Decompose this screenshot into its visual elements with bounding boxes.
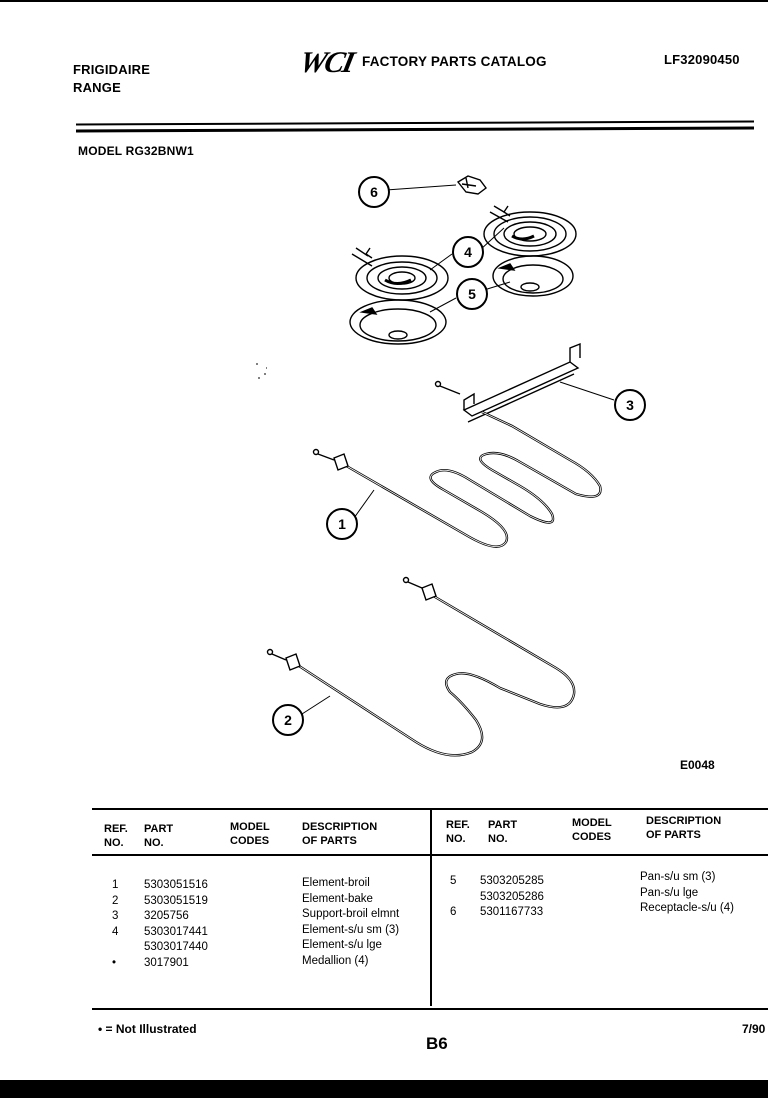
table-cell: Element-s/u sm (3) (302, 923, 400, 936)
drip-pan-small (492, 255, 574, 297)
table-rule-bottom (92, 1008, 768, 1010)
right-header-ref: REF.NO. (446, 819, 470, 845)
figure-code: E0048 (680, 758, 715, 772)
table-cell: Receptacle-s/u (4) (640, 902, 734, 914)
left-col-desc: Element-broil Element-bake Support-broil… (302, 876, 399, 969)
broil-support-bracket (434, 342, 581, 423)
left-header-ref: REF.NO. (104, 823, 128, 849)
table-cell: 5303051519 (144, 894, 208, 907)
table-cell: 5303205285 (480, 875, 544, 887)
callout-4: 4 (452, 236, 484, 268)
drip-pan-large (349, 299, 447, 345)
product-type: RANGE (73, 80, 121, 95)
table-cell: 6 (450, 906, 457, 918)
table-column-divider (430, 808, 432, 1006)
left-col-part: 5303051516 5303051519 3205756 5303017441… (144, 878, 208, 971)
catalog-title: FACTORY PARTS CATALOG (362, 54, 547, 69)
callout-5: 5 (456, 278, 488, 310)
right-col-part: 5303205285 5303205286 5301167733 (480, 874, 544, 921)
table-cell (112, 940, 118, 956)
table-cell: Element-broil (302, 877, 370, 889)
page-code: B6 (426, 1034, 448, 1053)
right-col-ref: 5 6 (450, 874, 456, 921)
callout-6: 6 (358, 176, 390, 208)
footnote-not-illustrated: • = Not Illustrated (98, 1022, 197, 1036)
left-col-ref: 1 2 3 4 • (112, 878, 118, 971)
table-cell: • (112, 956, 117, 969)
catalog-date: 7/90 (742, 1022, 766, 1036)
receptacle-part (456, 175, 487, 195)
table-cell: Medallion (4) (302, 954, 369, 967)
broil-element (312, 410, 602, 548)
right-col-desc: Pan-s/u sm (3) Pan-s/u lge Receptacle-s/… (640, 870, 734, 917)
table-cell: 5303017441 (144, 925, 208, 938)
table-cell: 5303205286 (480, 890, 544, 903)
surface-element-large (351, 247, 449, 301)
callout-leaders (301, 184, 615, 715)
table-cell: 1 (112, 879, 119, 891)
model-line: MODEL RG32BNW1 (78, 144, 194, 158)
bake-element (266, 576, 576, 757)
catalog-number: LF32090450 (664, 52, 740, 67)
exploded-parts-diagram (256, 175, 615, 757)
table-cell: Element-s/u lge (302, 939, 382, 951)
table-cell: 3205756 (144, 910, 189, 922)
table-cell: Element-bake (302, 892, 373, 905)
table-cell: Support-broil elmnt (302, 908, 400, 920)
table-cell: Pan-s/u lge (640, 886, 699, 899)
table-cell: 5 (450, 875, 457, 887)
brand-name: FRIGIDAIRE (73, 62, 151, 77)
callout-2: 2 (272, 704, 304, 736)
table-cell (450, 890, 456, 906)
surface-element-small (483, 205, 577, 257)
table-cell: 3017901 (144, 956, 189, 969)
callout-3: 3 (614, 389, 646, 421)
table-cell: 5303017440 (144, 941, 208, 953)
table-cell: 5301167733 (480, 906, 544, 918)
table-cell: 3 (112, 910, 119, 922)
callout-1: 1 (326, 508, 358, 540)
table-cell: 4 (112, 925, 119, 938)
table-cell: 2 (112, 894, 119, 907)
table-cell: 5303051516 (144, 879, 208, 891)
table-cell: Pan-s/u sm (3) (640, 871, 716, 883)
